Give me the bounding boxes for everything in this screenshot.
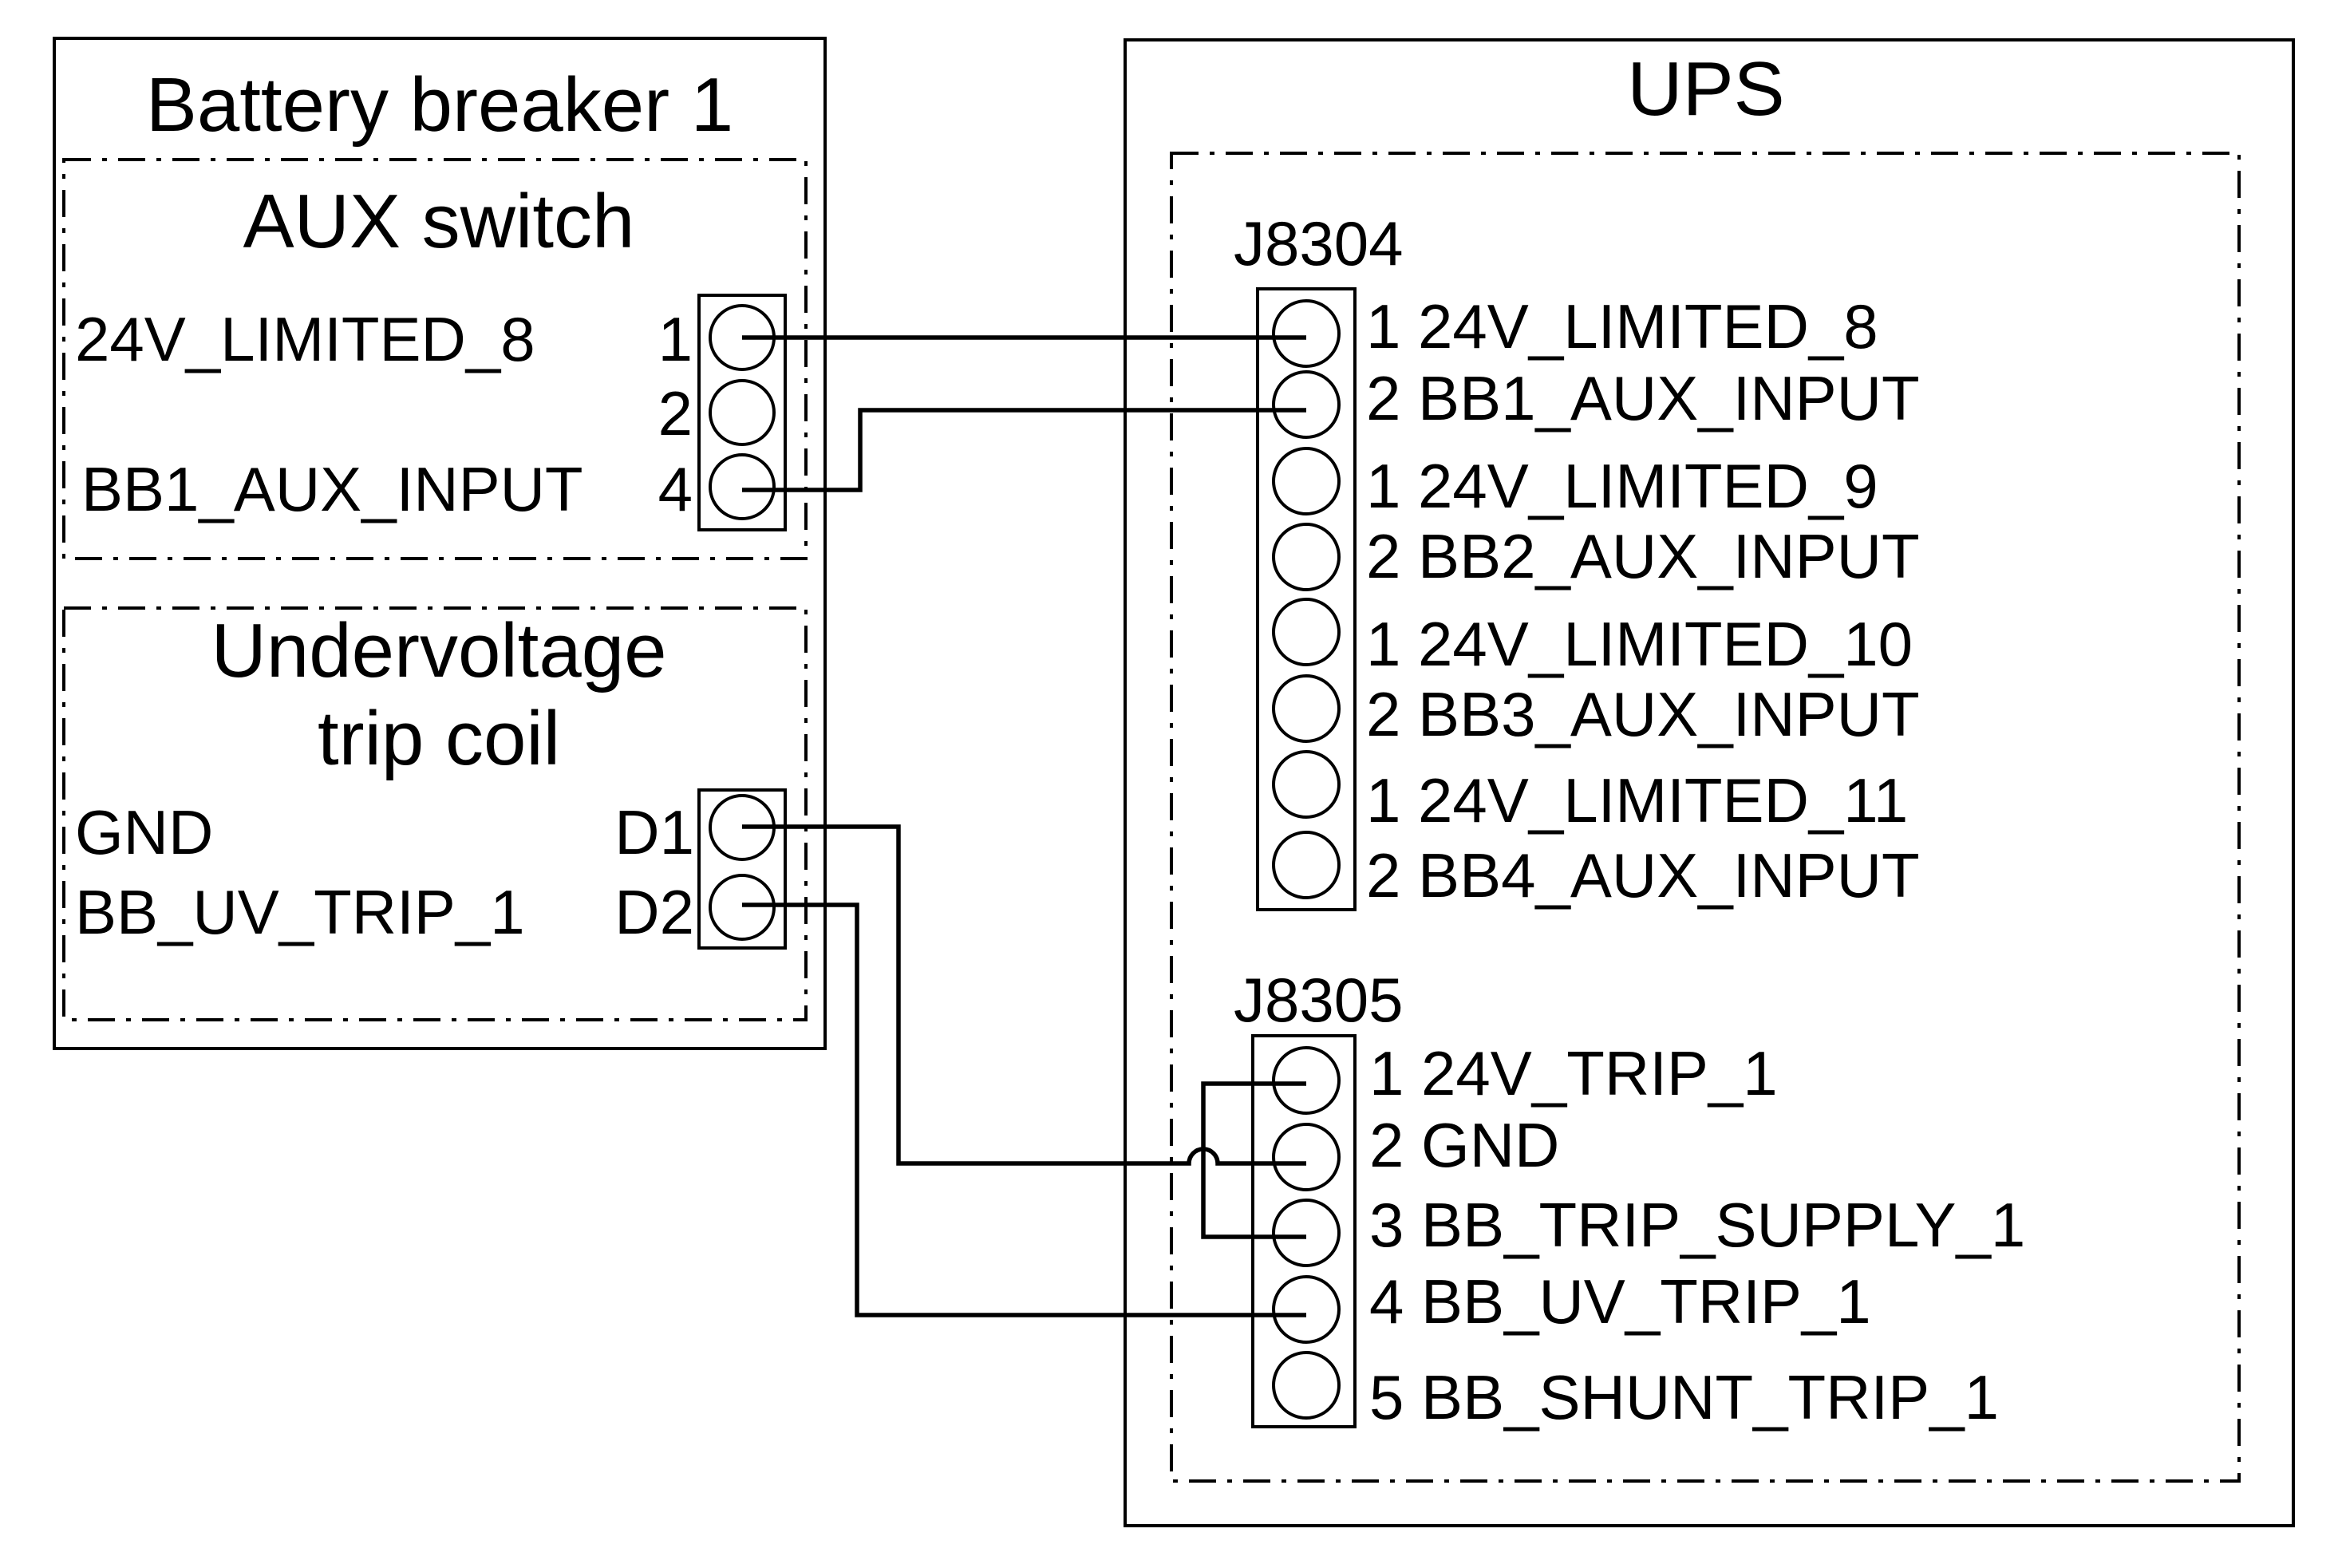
j8304-pin-label-7: 1 24V_LIMITED_11 xyxy=(1366,765,1908,835)
j8304-pin-label-8: 2 BB4_AUX_INPUT xyxy=(1366,840,1920,910)
j8304-housing xyxy=(1256,287,1357,911)
aux-pin-label-4: 4 xyxy=(658,454,693,524)
j8304-pin-label-2: 2 BB1_AUX_INPUT xyxy=(1366,363,1920,433)
j8305-pin-3 xyxy=(1272,1199,1341,1267)
j8304-connector: J8304 1 24V_LIMITED_8 2 BB1_AUX_INPUT 1 … xyxy=(1234,208,1920,911)
j8304-pin-label-6: 2 BB3_AUX_INPUT xyxy=(1366,679,1920,749)
battery-breaker-frame xyxy=(53,37,827,1050)
undervoltage-connector xyxy=(697,788,787,950)
j8304-pin-label-4: 2 BB2_AUX_INPUT xyxy=(1366,521,1920,591)
aux-switch-block: AUX switch 24V_LIMITED_8 BB1_AUX_INPUT 1… xyxy=(62,158,808,560)
j8305-pin-label-5: 5 BB_SHUNT_TRIP_1 xyxy=(1369,1362,1999,1432)
j8305-connector: J8305 1 24V_TRIP_1 2 GND 3 BB_TRIP_SUPPL… xyxy=(1234,965,2025,1432)
battery-breaker-block: Battery breaker 1 AUX switch 24V_LIMITED… xyxy=(53,37,827,1050)
ups-block: UPS J8304 1 24V_LIMITED_8 2 BB1_AUX_INPU… xyxy=(1124,38,2295,1527)
j8305-label: J8305 xyxy=(1234,965,1404,1035)
j8304-pin-6 xyxy=(1272,674,1341,743)
uv-pin-d2 xyxy=(709,874,776,941)
aux-switch-title: AUX switch xyxy=(243,179,635,264)
undervoltage-frame xyxy=(62,606,808,1021)
uv-connector-housing xyxy=(697,788,787,950)
j8305-pin-label-1: 1 24V_TRIP_1 xyxy=(1369,1038,1778,1108)
aux-connector-housing xyxy=(697,294,787,531)
j8304-pin-5 xyxy=(1272,598,1341,666)
j8304-label: J8304 xyxy=(1234,208,1404,278)
aux-switch-connector xyxy=(697,294,787,531)
wire-bb-uv-trip-1 xyxy=(742,902,1306,1317)
wires xyxy=(742,335,1306,1317)
j8304-pin-8 xyxy=(1272,831,1341,899)
uv-signal-bb-uv-trip-1: BB_UV_TRIP_1 xyxy=(75,877,525,947)
battery-breaker-title: Battery breaker 1 xyxy=(146,62,733,148)
j8305-pin-label-2: 2 GND xyxy=(1369,1110,1559,1180)
j8305-pin-5 xyxy=(1272,1351,1341,1420)
j8304-pin-label-5: 1 24V_LIMITED_10 xyxy=(1366,609,1913,679)
j8304-pin-7 xyxy=(1272,750,1341,819)
j8305-housing xyxy=(1251,1034,1357,1428)
undervoltage-title-line1: Undervoltage xyxy=(211,608,666,693)
aux-switch-frame xyxy=(62,158,808,560)
aux-pin-2 xyxy=(709,379,776,446)
ups-inner-frame xyxy=(1170,152,2241,1483)
undervoltage-trip-coil-block: Undervoltage trip coil GND BB_UV_TRIP_1 … xyxy=(62,606,808,1021)
uv-signal-gnd: GND xyxy=(75,797,213,867)
wire-trip-supply-jumper xyxy=(1201,1081,1306,1239)
ups-frame xyxy=(1124,38,2295,1527)
j8304-pin-3 xyxy=(1272,447,1341,515)
j8305-pin-4 xyxy=(1272,1275,1341,1344)
aux-pin-4 xyxy=(709,453,776,520)
j8304-pin-2 xyxy=(1272,370,1341,439)
aux-signal-24v-limited-8: 24V_LIMITED_8 xyxy=(75,304,535,374)
j8305-pin-label-4: 4 BB_UV_TRIP_1 xyxy=(1369,1266,1871,1337)
aux-pin-label-2: 2 xyxy=(658,378,693,448)
uv-pin-label-d2: D2 xyxy=(614,877,694,947)
wire-gnd xyxy=(742,824,1306,1166)
aux-pin-label-1: 1 xyxy=(658,304,693,374)
aux-signal-bb1-aux-input: BB1_AUX_INPUT xyxy=(81,454,583,524)
uv-pin-label-d1: D1 xyxy=(614,797,694,867)
j8305-pin-1 xyxy=(1272,1046,1341,1115)
j8305-pin-2 xyxy=(1272,1123,1341,1191)
j8304-pin-label-1: 1 24V_LIMITED_8 xyxy=(1366,291,1878,361)
j8304-pin-1 xyxy=(1272,299,1341,368)
wire-bb1-aux-input xyxy=(742,408,1306,492)
j8305-pin-label-3: 3 BB_TRIP_SUPPLY_1 xyxy=(1369,1190,2025,1260)
j8304-pin-label-3: 1 24V_LIMITED_9 xyxy=(1366,451,1878,521)
j8304-pin-4 xyxy=(1272,523,1341,591)
undervoltage-title-line2: trip coil xyxy=(318,696,560,781)
ups-title: UPS xyxy=(1627,46,1784,132)
